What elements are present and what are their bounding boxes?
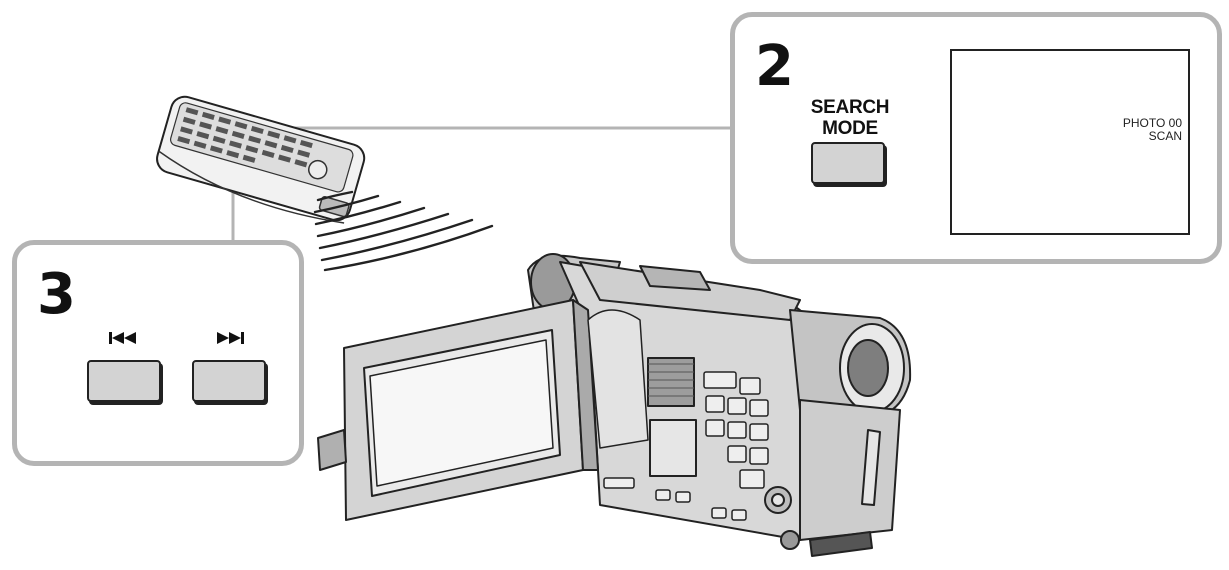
search-mode-label-line2: MODE bbox=[822, 118, 878, 139]
screen-display: PHOTO 00 SCAN bbox=[950, 49, 1190, 235]
step-number: 3 bbox=[37, 262, 76, 327]
skip-next-icon bbox=[217, 332, 244, 344]
step-2-callout: 2 SEARCH MODE PHOTO 00 SCAN bbox=[730, 12, 1222, 264]
screen-text-photo: PHOTO 00 bbox=[1122, 116, 1182, 130]
infrared-signal-icon bbox=[313, 190, 494, 272]
search-mode-label: SEARCH MODE bbox=[795, 97, 905, 139]
skip-previous-icon bbox=[109, 332, 136, 344]
screen-text-scan: SCAN bbox=[1148, 129, 1182, 143]
step-number: 2 bbox=[755, 34, 794, 99]
previous-button[interactable] bbox=[87, 360, 161, 402]
search-mode-button[interactable] bbox=[811, 142, 885, 184]
search-mode-label-line1: SEARCH bbox=[810, 97, 890, 118]
camcorder-icon bbox=[317, 253, 912, 557]
step-3-callout: 3 bbox=[12, 240, 304, 466]
next-button[interactable] bbox=[192, 360, 266, 402]
